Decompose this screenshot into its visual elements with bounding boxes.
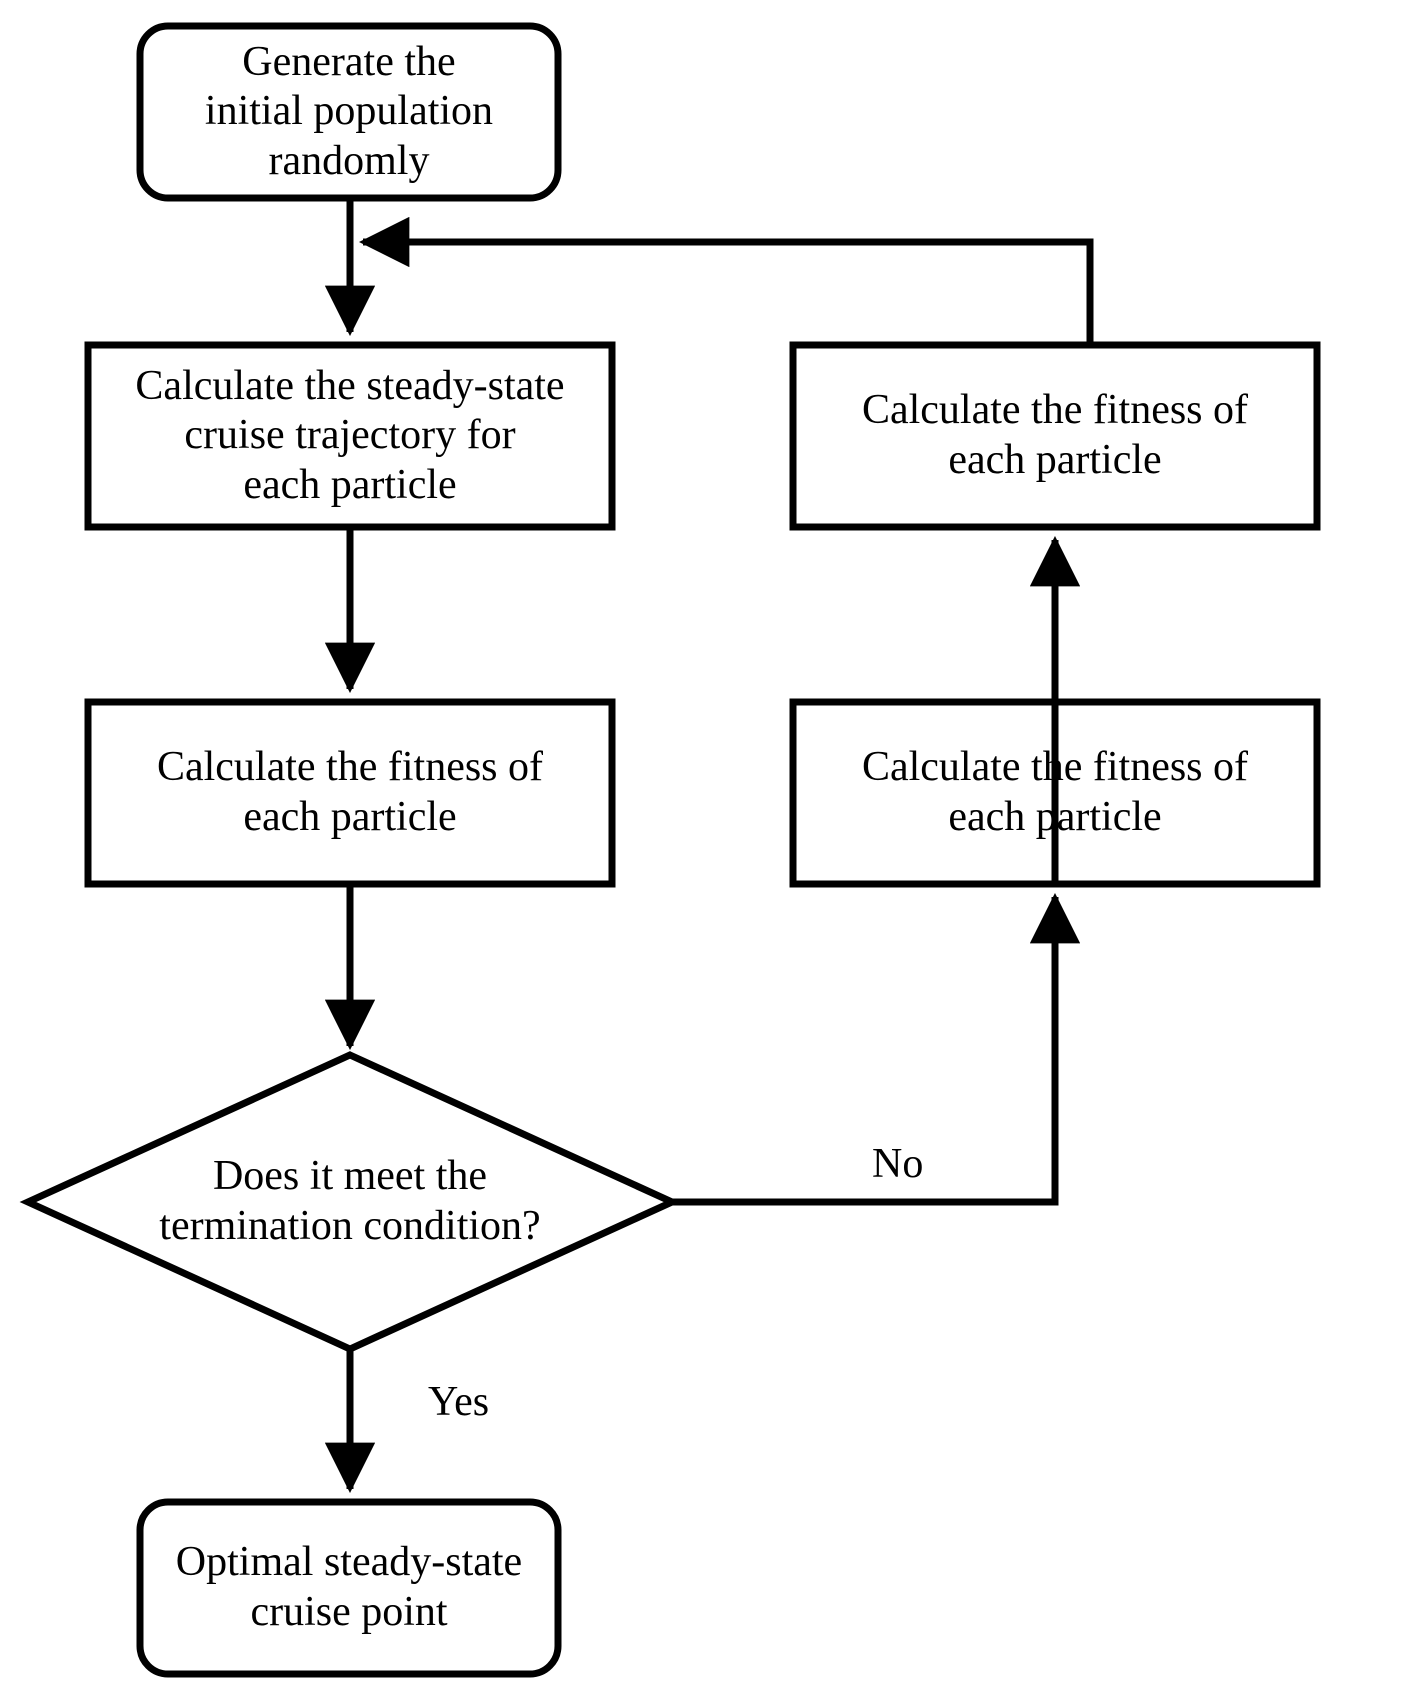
node-decision-shape — [19, 1051, 681, 1353]
node-calc-fitness-top-right-shape — [789, 341, 1321, 531]
edge-decision-no-to-fitness-bottom-right — [672, 892, 1081, 1206]
node-end-shape — [136, 1498, 562, 1678]
edge-feedback-to-trajectory — [358, 216, 1094, 345]
edge-label-no: No — [872, 1141, 924, 1187]
node-calc-trajectory-shape — [84, 341, 616, 531]
node-start-shape — [136, 22, 562, 202]
edge-label-yes: Yes — [428, 1379, 490, 1425]
node-calc-fitness-left-shape — [84, 698, 616, 888]
